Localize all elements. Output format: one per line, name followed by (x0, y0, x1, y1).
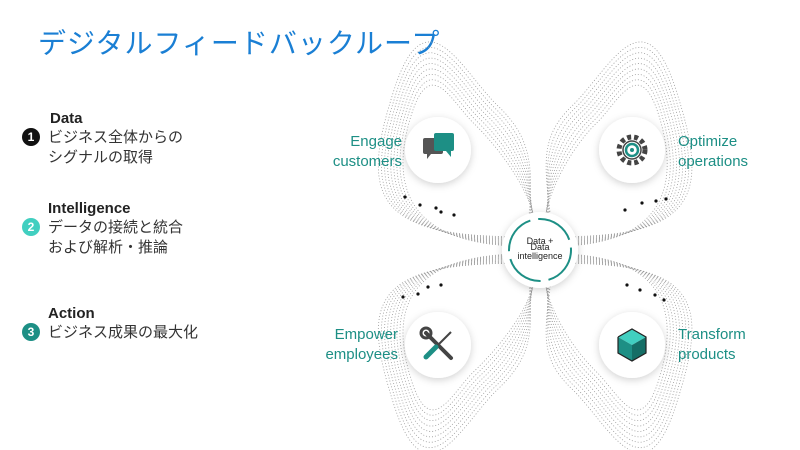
cube-icon (617, 328, 647, 362)
node-label-optimize: Optimize operations (678, 133, 749, 170)
step-title: Intelligence (48, 200, 131, 217)
loop-marker-dot (638, 288, 642, 292)
loop-line (545, 73, 674, 245)
loop-markers (401, 195, 668, 302)
loop-line (546, 47, 690, 243)
loop-line (399, 254, 536, 416)
loop-line (381, 47, 533, 243)
loop-dotted-lines (377, 41, 693, 450)
page-title: デジタルフィードバックループ (38, 27, 441, 60)
loop-marker-dot (653, 293, 657, 297)
loop-line (396, 73, 535, 245)
loop-marker-dot (654, 199, 658, 203)
step-description: ビジネス全体からの シグナルの取得 (48, 128, 184, 166)
loop-line (546, 257, 680, 432)
loop-marker-dot (662, 298, 666, 302)
loop-line (390, 257, 533, 432)
loop-line (384, 52, 533, 243)
step-intelligence: Intelligence 2 データの接続と統合 および解析・推論 (22, 200, 272, 257)
loop-line (543, 253, 668, 411)
loop-line (393, 68, 534, 243)
loop-line (547, 57, 683, 243)
loop-line (544, 79, 671, 246)
step-title: Action (48, 305, 95, 322)
hub-label-2: Data (530, 242, 549, 252)
loop-marker-dot (452, 213, 456, 217)
loop-marker-dot (625, 283, 629, 287)
loop-marker-dot (439, 283, 443, 287)
step-description: データの接続と統合 および解析・推論 (48, 218, 184, 256)
loop-line (402, 84, 537, 247)
loop-marker-dot (664, 197, 668, 201)
hub: Data + Data intelligence (502, 212, 578, 288)
loop-line (547, 257, 684, 438)
loop-marker-dot (439, 210, 443, 214)
loop-marker-dot (623, 208, 627, 212)
loop-line (546, 257, 677, 427)
loop-line (545, 257, 693, 450)
loop-line (377, 41, 533, 243)
loop-marker-dot (640, 201, 644, 205)
step-number-badge: 1 (22, 128, 40, 146)
gear-cycle-icon (616, 134, 648, 166)
loop-line (547, 257, 687, 443)
step-title: Data (50, 110, 83, 127)
node-label-empower: Empower employees (325, 326, 398, 363)
loop-marker-dot (418, 203, 422, 207)
loop-line (545, 41, 693, 243)
loop-line (546, 68, 677, 243)
node-empower (405, 312, 471, 378)
loop-line (544, 254, 671, 416)
step-description: ビジネス成果の最大化 (48, 323, 199, 341)
node-label-engage: Engage customers (332, 133, 402, 170)
loop-line (393, 257, 534, 427)
loop-line (546, 63, 680, 243)
loop-marker-dot (401, 295, 405, 299)
node-engage (405, 117, 471, 183)
step-number-badge: 3 (22, 323, 40, 341)
loop-line (545, 255, 674, 422)
hub-label-3: intelligence (517, 251, 562, 261)
loop-line (547, 52, 687, 243)
hub-label-1: Data + (527, 236, 554, 246)
loop-marker-dot (416, 292, 420, 296)
loop-marker-dot (426, 285, 430, 289)
node-optimize (599, 117, 665, 183)
loop-marker-dot (434, 206, 438, 210)
loop-marker-dot (403, 195, 407, 199)
chat-bubbles-icon (423, 133, 454, 159)
step-number-badge: 2 (22, 218, 40, 236)
loop-line (390, 63, 533, 243)
loop-line (402, 253, 537, 411)
loop-line (546, 257, 690, 448)
step-data: Data 1 ビジネス全体からの シグナルの取得 (22, 110, 272, 167)
loop-line (387, 57, 533, 243)
wrench-screwdriver-icon (419, 326, 453, 360)
node-label-transform: Transform products (678, 326, 746, 363)
loop-line (399, 79, 536, 246)
node-transform (599, 312, 665, 378)
loop-line (543, 84, 668, 247)
step-action: Action 3 ビジネス成果の最大化 (22, 305, 272, 342)
